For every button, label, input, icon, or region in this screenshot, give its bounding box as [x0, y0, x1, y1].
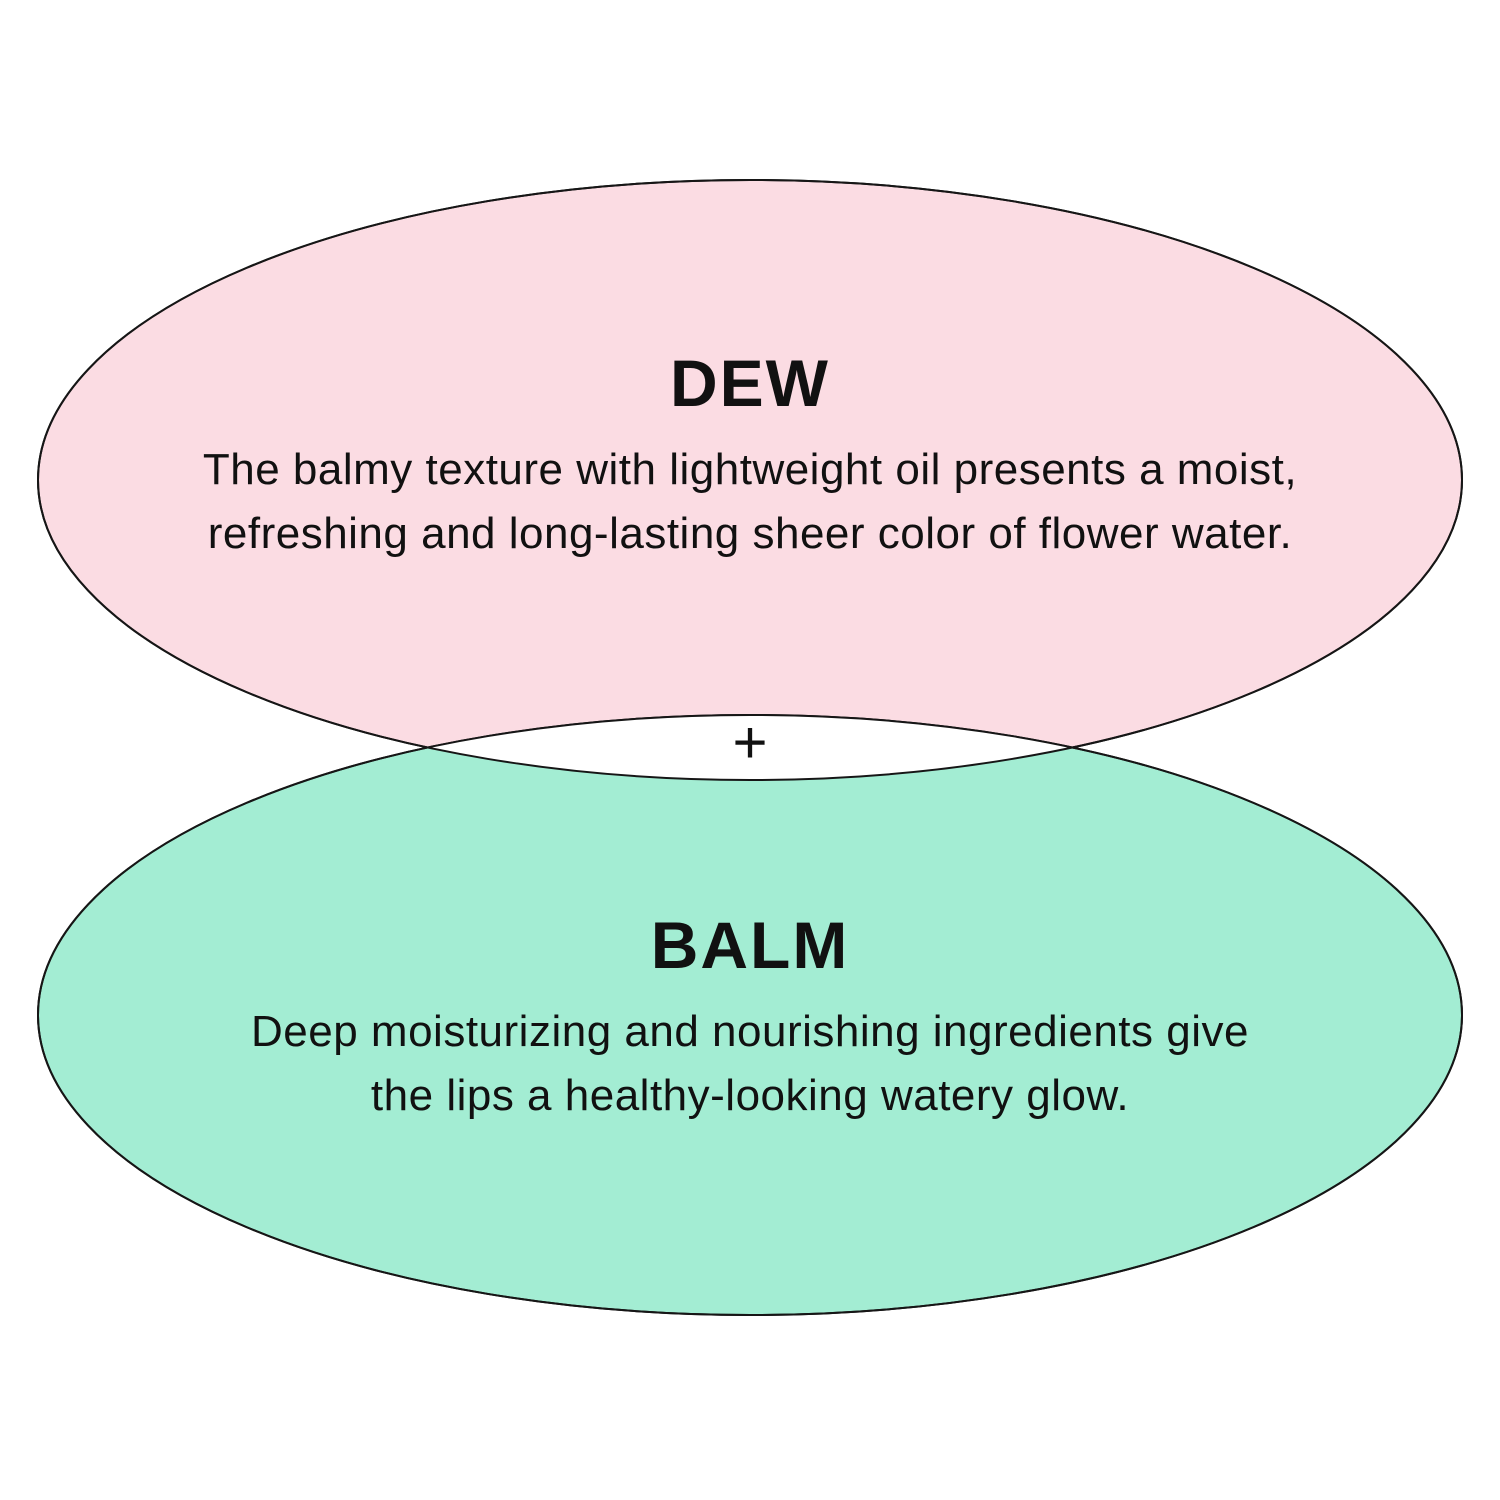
balm-ellipse-outline [37, 714, 1463, 1316]
dew-section: DEW The balmy texture with lightweight o… [0, 350, 1500, 566]
dew-description-line-1: The balmy texture with lightweight oil p… [202, 445, 1298, 494]
balm-section: BALM Deep moisturizing and nourishing in… [0, 912, 1500, 1128]
dew-description-line-2: refreshing and long-lasting sheer color … [207, 509, 1293, 558]
balm-description-line-1: Deep moisturizing and nourishing ingredi… [251, 1007, 1249, 1056]
dew-title: DEW [670, 346, 830, 420]
balm-title: BALM [650, 908, 850, 982]
plus-sign: + [732, 709, 768, 776]
dew-ellipse-outline [37, 179, 1463, 781]
balm-description-line-2: the lips a healthy-looking watery glow. [370, 1071, 1130, 1120]
